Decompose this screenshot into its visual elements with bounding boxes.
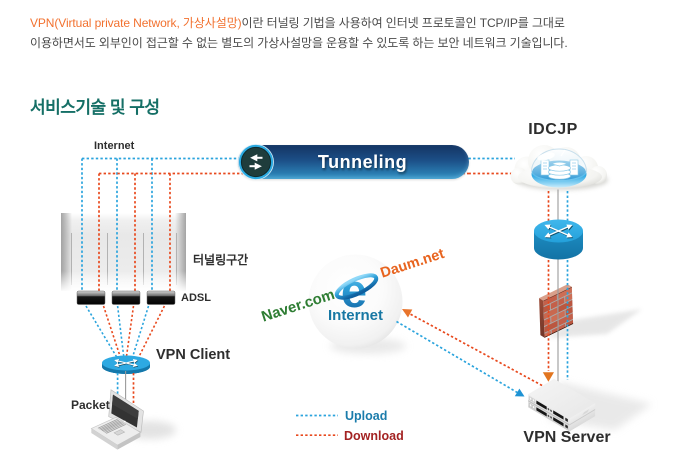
vpn-server-label: VPN Server [523,429,611,446]
upload-arrowhead [514,388,525,397]
firewall-icon [539,284,642,338]
packet-label: Packet [71,398,110,412]
intro-line2: 이용하면서도 외부인이 접근할 수 없는 별도의 가상사설망을 운용할 수 있도… [30,36,568,50]
idcjp-label: IDCJP [528,121,578,138]
adsl-modems [76,290,176,305]
tunneling-arrows-icon [238,144,274,180]
intro-highlight: VPN(Virtual private Network, 가상사설망) [30,16,242,30]
download-arrowhead [402,309,413,318]
intro-paragraph: VPN(Virtual private Network, 가상사설망)이란 터널… [30,13,675,53]
router-icon [534,219,583,260]
legend-upload-label: Upload [345,409,388,423]
intro-line1: 이란 터널링 기법을 사용하여 인터넷 프로토콜인 TCP/IP를 그대로 [241,16,565,30]
download-diagonal [406,311,544,387]
internet-globe-label: Internet [327,307,383,324]
datacenter-icon [540,149,579,180]
tunneling-label: Tunneling [317,152,408,172]
internet-globe-icon: e [308,254,406,354]
idc-cloud-icon [510,145,608,190]
legend-download-label: Download [344,429,404,443]
vpn-client-label: VPN Client [156,347,231,363]
download-fan-lines [102,305,166,358]
modem-icon [76,290,106,305]
tunneling-bar: Tunneling [238,144,469,180]
upload-diagonal [396,320,520,395]
internet-line-label: Internet [94,140,135,152]
tunnel-wall-graphic [59,213,188,292]
tunnel-section-label: 터널링구간 [193,253,249,267]
laptop-icon [90,389,176,450]
upload-fan-lines [85,305,150,358]
adsl-label: ADSL [181,292,211,304]
modem-icon [111,290,141,305]
section-title: 서비스기술 및 구성 [30,98,160,117]
vpn-client-icon [102,355,150,374]
download-arrowhead-server [542,372,554,382]
modem-icon [146,290,176,305]
vpn-server-icon [528,378,652,432]
